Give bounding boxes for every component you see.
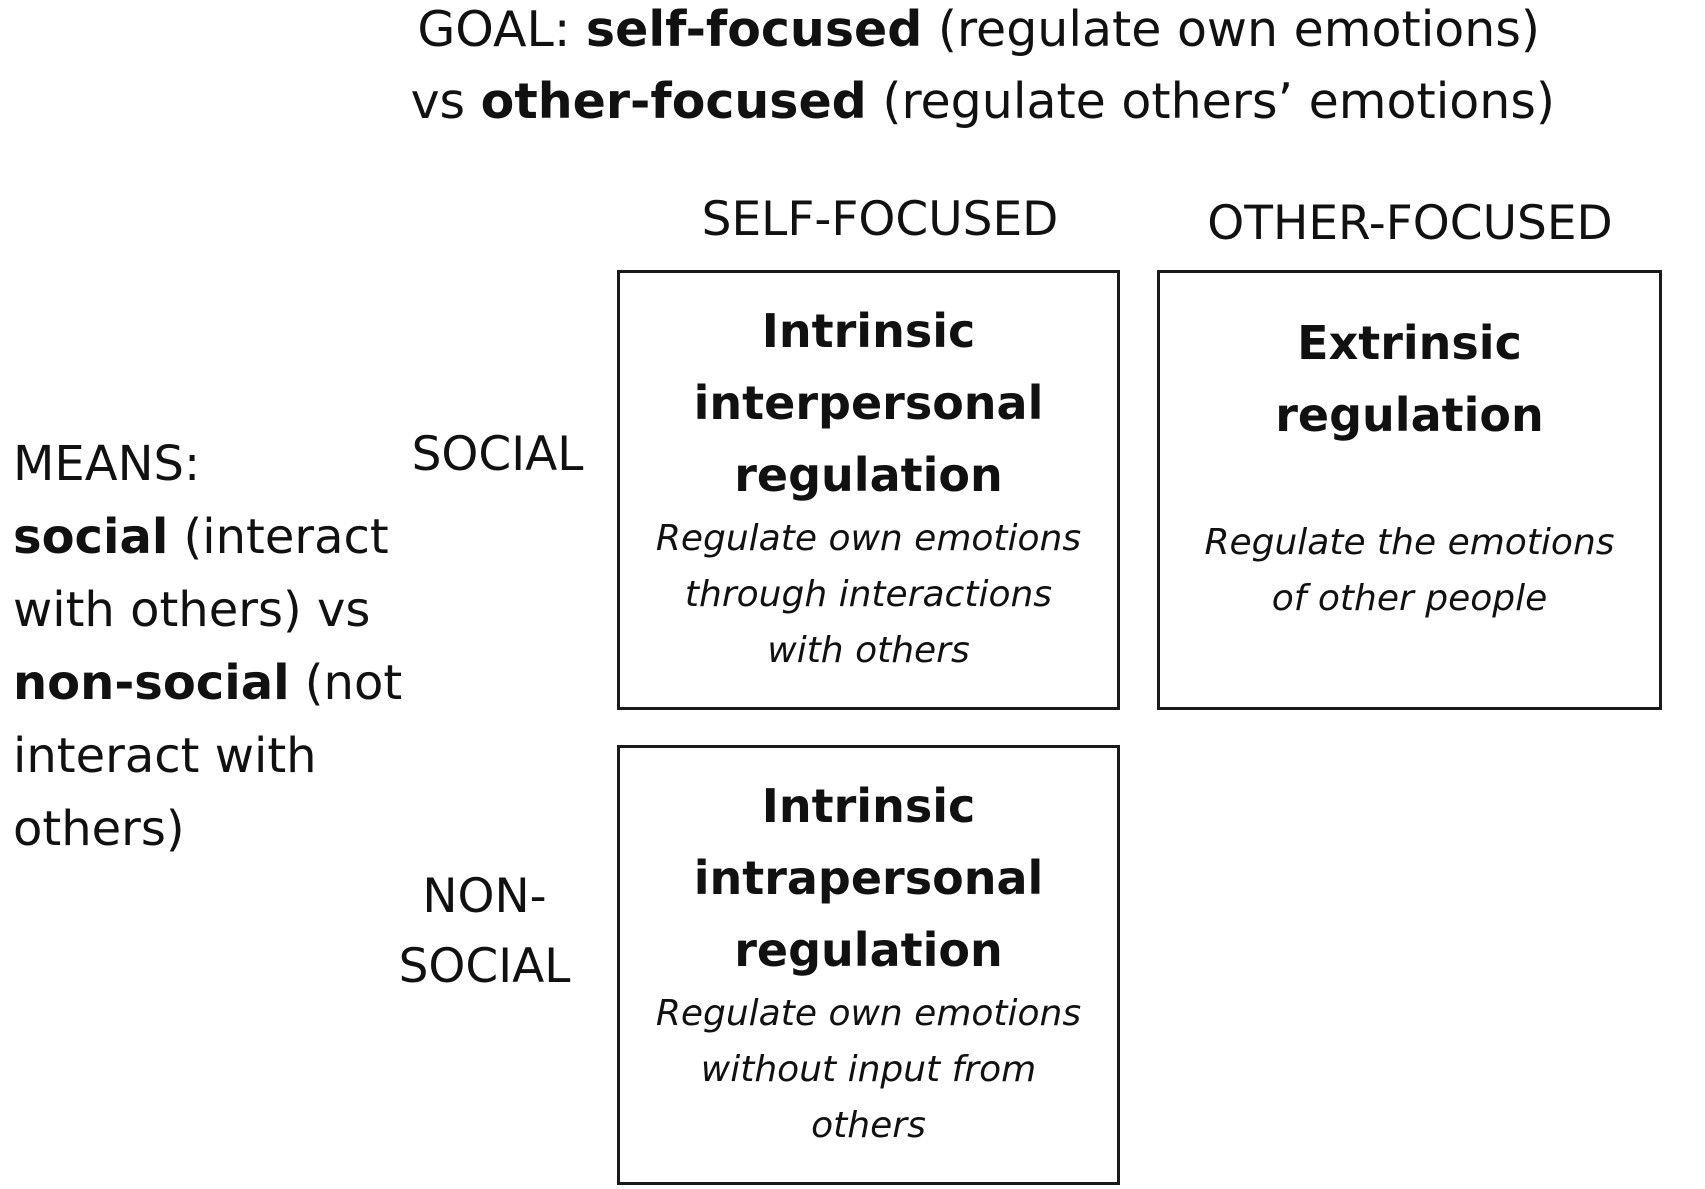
column-header-self-focused: SELF-FOCUSED: [701, 192, 1059, 247]
box-description: Regulate own emotions through interactio…: [655, 518, 1082, 671]
goal-prefix: GOAL:: [417, 1, 586, 58]
means-description: MEANS: social (interact with others) vs n…: [13, 428, 413, 866]
row-header-social: SOCIAL: [411, 427, 584, 482]
box-description: Regulate own emotions without input from…: [655, 993, 1082, 1146]
box-intrinsic-interpersonal-regulation: Intrinsic interpersonal regulation Regul…: [617, 270, 1120, 710]
column-header-other-focused: OTHER-FOCUSED: [1207, 196, 1613, 251]
row-header-non-social: NON- SOCIAL: [398, 869, 571, 994]
box-title: Intrinsic intrapersonal regulation: [693, 779, 1044, 977]
box-title: Extrinsic regulation: [1275, 316, 1544, 442]
goal-other-focused: other-focused: [480, 73, 867, 130]
goal-vs: vs: [410, 73, 481, 130]
goal-heading-line-2: vs other-focused (regulate others’ emoti…: [411, 72, 1555, 132]
means-social-description: (interact with others) vs: [13, 509, 389, 638]
goal-self-focused: self-focused: [585, 1, 923, 58]
box-intrinsic-intrapersonal-regulation: Intrinsic intrapersonal regulation Regul…: [617, 745, 1120, 1185]
box-title: Intrinsic interpersonal regulation: [693, 304, 1044, 502]
box-description: Regulate the emotions of other people: [1204, 522, 1615, 619]
box-extrinsic-regulation: Extrinsic regulation Regulate the emotio…: [1157, 270, 1662, 710]
goal-other-description: (regulate others’ emotions): [866, 73, 1555, 130]
means-non-social: non-social: [13, 655, 290, 711]
means-social: social: [13, 509, 169, 565]
means-non-social-description: (not interact with others): [13, 655, 403, 857]
goal-heading-line-1: GOAL: self-focused (regulate own emotion…: [417, 0, 1540, 60]
goal-self-description: (regulate own emotions): [922, 1, 1540, 58]
means-label: MEANS:: [13, 436, 201, 492]
